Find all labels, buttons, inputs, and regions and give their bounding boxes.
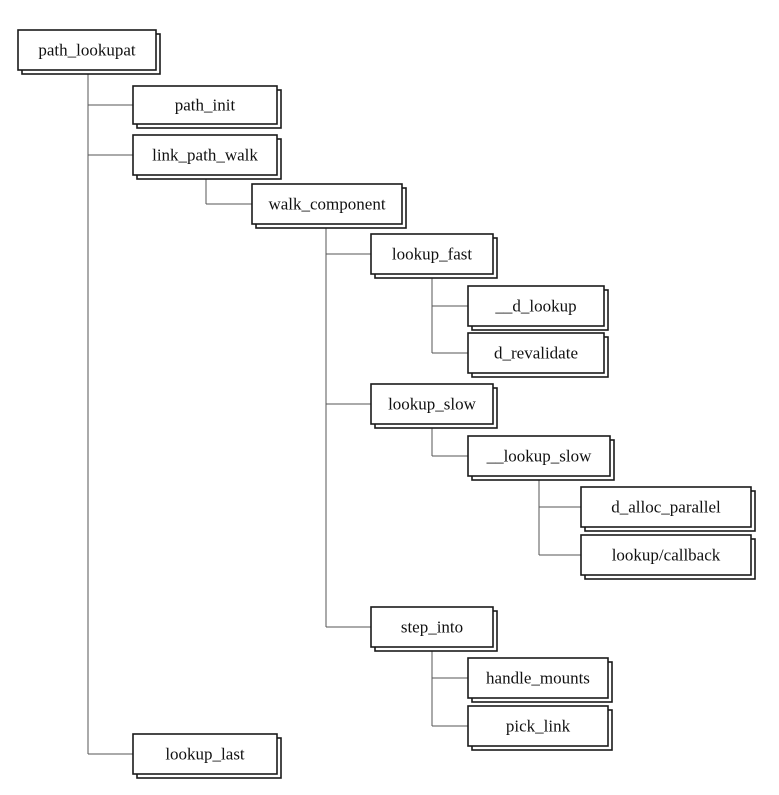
node-lookup-fast: lookup_fast (370, 233, 498, 279)
node-label: lookup_slow (388, 395, 477, 414)
node-label: step_into (401, 618, 463, 637)
node-step-into: step_into (370, 606, 498, 652)
node-d-alloc-parallel: d_alloc_parallel (580, 486, 756, 532)
connectors (87, 70, 581, 755)
node-lookup-slow: lookup_slow (370, 383, 498, 429)
node-label: path_lookupat (38, 41, 136, 60)
node-label: walk_component (268, 195, 385, 214)
node-label: lookup_last (165, 745, 245, 764)
node-handle-mounts: handle_mounts (467, 657, 613, 703)
node-lookup-callback: lookup/callback (580, 534, 756, 580)
node-path-init: path_init (132, 85, 282, 129)
node-label: __d_lookup (494, 297, 576, 316)
node-lookup-last: lookup_last (132, 733, 282, 779)
node-label: lookup_fast (392, 245, 473, 264)
node-label: __lookup_slow (486, 447, 593, 466)
node-label: handle_mounts (486, 669, 590, 688)
node-d-lookup: __d_lookup (467, 285, 609, 331)
node-pick-link: pick_link (467, 705, 613, 751)
node-d-revalidate: d_revalidate (467, 332, 609, 378)
node-label: lookup/callback (612, 546, 721, 565)
node-label: pick_link (506, 717, 571, 736)
node-walk-component: walk_component (251, 183, 407, 229)
node-link-path-walk: link_path_walk (132, 134, 282, 180)
node-lookup-slow-internal: __lookup_slow (467, 435, 615, 481)
node-label: path_init (175, 96, 236, 115)
node-label: d_alloc_parallel (611, 498, 721, 517)
node-label: d_revalidate (494, 344, 578, 363)
node-label: link_path_walk (152, 146, 258, 165)
node-path-lookupat: path_lookupat (17, 29, 161, 75)
